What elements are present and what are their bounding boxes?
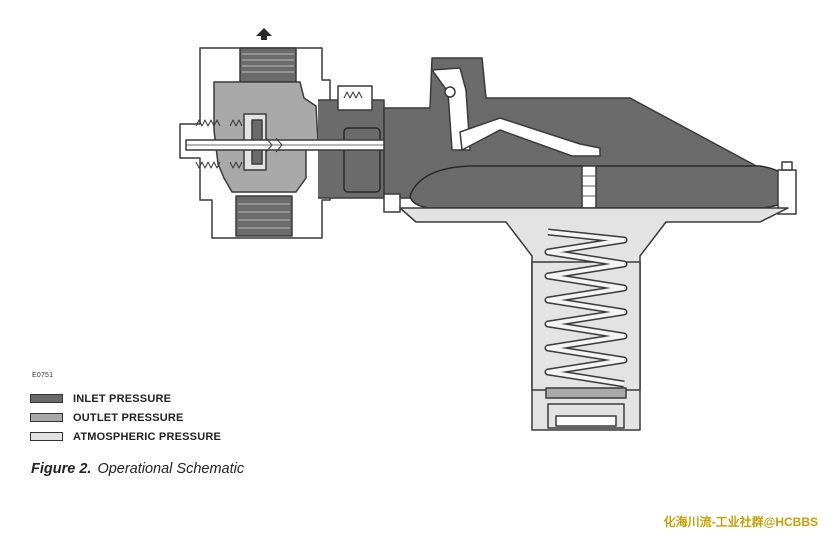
neck-bushing (343, 127, 381, 193)
figure-caption: Figure 2. Operational Schematic (31, 461, 244, 477)
legend-label-outlet: OUTLET PRESSURE (73, 411, 184, 424)
neck-fitting (337, 85, 373, 111)
diaphragm-bolt (581, 165, 597, 209)
spring-seat (545, 387, 627, 399)
figure-number: Figure 2. (31, 461, 92, 477)
watermark-text: 化海川流-工业社群@HCBBS (663, 515, 818, 529)
legend-item-outlet: OUTLET PRESSURE (30, 408, 221, 427)
pressure-legend: INLET PRESSURE OUTLET PRESSURE ATMOSPHER… (30, 389, 221, 446)
inlet-thread-bottom (235, 195, 293, 237)
diaphragm (409, 165, 791, 209)
flange-bolt-left (383, 193, 401, 213)
legend-swatch-atmospheric (30, 432, 63, 441)
legend-swatch-outlet (30, 413, 63, 422)
drawing-code: E0751 (32, 372, 54, 379)
legend-swatch-inlet (30, 394, 63, 403)
legend-label-inlet: INLET PRESSURE (73, 392, 172, 405)
legend-item-atmospheric: ATMOSPHERIC PRESSURE (30, 427, 221, 446)
legend-label-atmospheric: ATMOSPHERIC PRESSURE (73, 430, 222, 443)
figure-title: Operational Schematic (97, 461, 245, 477)
legend-item-inlet: INLET PRESSURE (30, 389, 221, 408)
flow-arrow-icon (256, 28, 272, 40)
outlet-thread-top (239, 47, 297, 83)
